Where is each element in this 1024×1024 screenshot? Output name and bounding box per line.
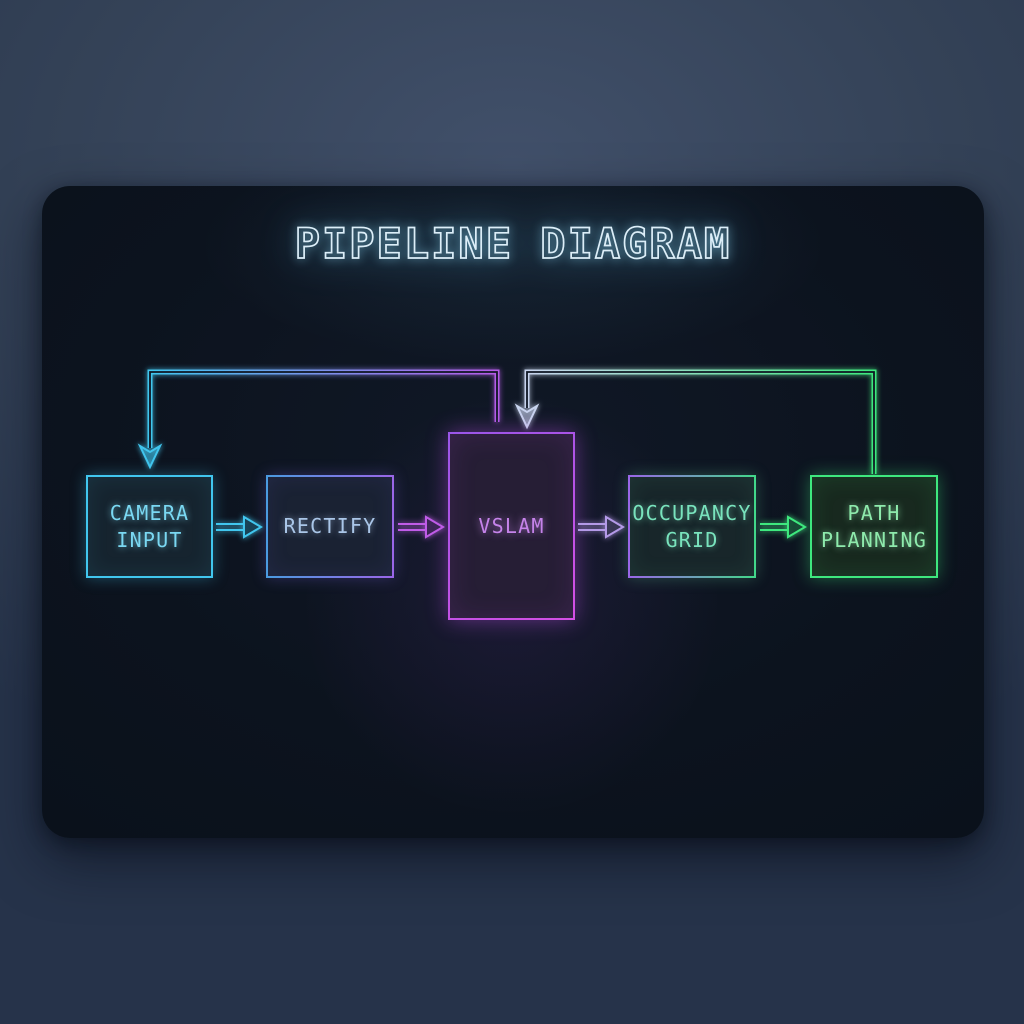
node-occupancy-grid: OCCUPANCY GRID [628,475,756,578]
arrow-vslam-to-occupancy-icon [578,515,625,539]
node-path-planning: PATH PLANNING [810,475,938,578]
node-vslam-label: VSLAM [478,513,545,538]
node-vslam: VSLAM [448,432,575,620]
loop-vslam-to-camera [137,369,500,470]
feedback-loop-lines [137,369,877,474]
arrow-rectify-to-vslam-icon [398,515,445,539]
arrow-camera-to-rectify-icon [216,515,263,539]
node-camera-input-label: CAMERA INPUT [109,500,190,552]
arrowhead-into-camera-input [137,443,163,470]
arrowhead-into-vslam [514,403,540,430]
node-rectify: RECTIFY [266,475,394,578]
node-occupancy-grid-label: OCCUPANCY GRID [632,500,752,552]
node-camera-input: CAMERA INPUT [86,475,213,578]
arrow-occupancy-to-path-icon [760,515,807,539]
loop-path-planning-to-vslam [514,369,877,474]
node-path-planning-label: PATH PLANNING [821,500,927,552]
diagram-panel: PIPELINE DIAGRAM [42,186,984,838]
node-rectify-label: RECTIFY [283,514,377,538]
diagram-title: PIPELINE DIAGRAM [294,218,732,269]
